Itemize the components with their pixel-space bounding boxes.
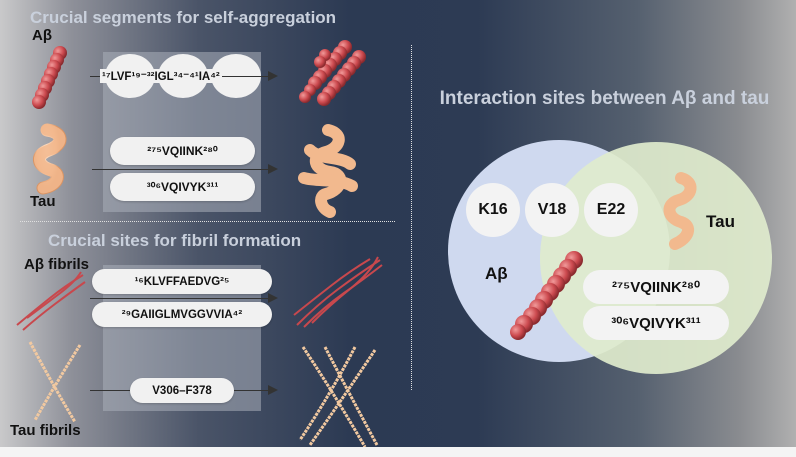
arrow-head-tau-fibril	[268, 385, 278, 395]
venn-label-tau: Tau	[706, 212, 735, 231]
abeta-fibril-site-pill-1: ¹⁶KLVFFAEDVG²⁵	[92, 269, 272, 294]
label-abeta: Aβ	[32, 27, 52, 44]
abeta-monomer-model	[32, 46, 67, 109]
arrow-head-abeta	[268, 71, 278, 81]
tau-monomer-model	[33, 123, 67, 195]
tau-model-venn	[663, 172, 697, 250]
section-divider-vertical	[411, 45, 412, 390]
arrow-abeta-fibril	[90, 298, 270, 299]
label-abeta-fibrils: Aβ fibrils	[24, 256, 89, 273]
tau-fibril-site-pill: V306–F378	[130, 378, 234, 403]
venn-tau-segment-pill-2: ³⁰⁶VQIVYK³¹¹	[583, 306, 729, 340]
heading-interaction-sites: Interaction sites between Aβ and tau	[439, 88, 770, 109]
tau-fibrils-output	[298, 346, 379, 448]
arrow-tau-fibril-right	[234, 390, 270, 391]
abeta-fibrils-output	[293, 256, 383, 328]
arrow-head-tau	[268, 164, 278, 174]
arrow-tau-aggregation	[92, 169, 270, 170]
residue-bubble-e22: E22	[584, 183, 638, 237]
abeta-model-venn	[510, 251, 583, 340]
venn-tau-segment-pill-1: ²⁷⁵VQIINK²⁸⁰	[583, 270, 729, 304]
arrow-tau-fibril-left	[90, 390, 130, 391]
bottom-margin	[0, 447, 796, 457]
arrow-head-abeta-fibril	[268, 293, 278, 303]
tau-fibrils-input	[28, 341, 82, 423]
tau-segment-pill-2: ³⁰⁶VQIVYK³¹¹	[110, 173, 255, 201]
abeta-aggregate-model	[299, 40, 366, 106]
residue-bubble-v18: V18	[525, 183, 579, 237]
residue-bubble-k16: K16	[466, 183, 520, 237]
section-divider-horizontal	[20, 221, 395, 222]
label-tau-fibrils: Tau fibrils	[10, 422, 81, 439]
tau-aggregate-model	[298, 124, 358, 218]
heading-fibril-formation: Crucial sites for fibril formation	[48, 231, 302, 250]
abeta-self-aggregation-segments: ¹⁷LVF¹⁹⁻³²IGL³⁴⁻⁴¹IA⁴²	[100, 69, 222, 83]
heading-self-aggregation: Crucial segments for self-aggregation	[30, 8, 337, 27]
venn-label-abeta: Aβ	[485, 264, 508, 283]
abeta-fibrils-input	[16, 271, 86, 331]
label-tau: Tau	[30, 193, 56, 210]
abeta-fibril-site-pill-2: ²⁹GAIIGLMVGGVVIA⁴²	[92, 302, 272, 327]
tau-segment-pill-1: ²⁷⁵VQIINK²⁸⁰	[110, 137, 255, 165]
